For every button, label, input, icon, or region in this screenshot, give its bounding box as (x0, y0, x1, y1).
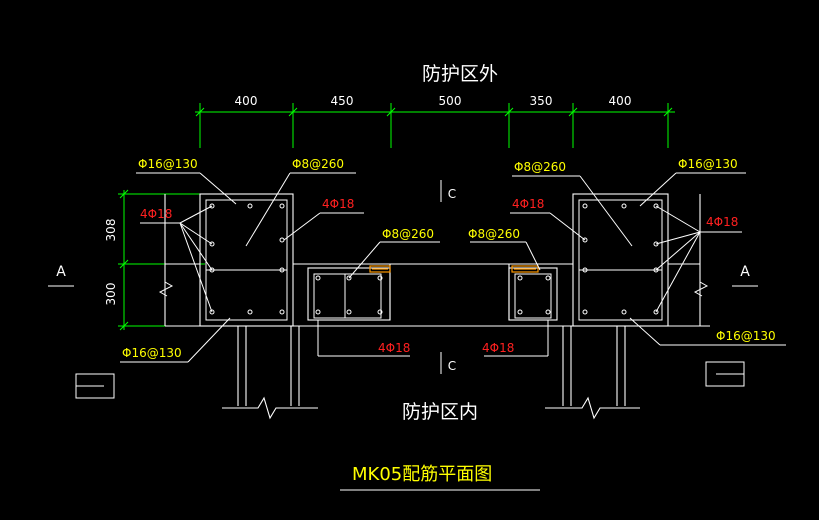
drawing-title: MK05配筋平面图 (352, 464, 492, 485)
label-phi8-mid-right: Φ8@260 (468, 227, 520, 241)
label-phi16-bottom-right: Φ16@130 (716, 329, 776, 343)
dim-label-1: 400 (235, 94, 258, 108)
label-4phi18-bottom-right: 4Φ18 (482, 341, 514, 355)
columns-below (222, 326, 640, 420)
label-4phi18-left: 4Φ18 (140, 207, 172, 221)
dim-v-300: 300 (104, 283, 118, 306)
rebar-dots (209, 203, 659, 315)
dim-v-308: 308 (104, 219, 118, 242)
label-4phi18-bottom-left: 4Φ18 (378, 341, 410, 355)
vertical-dimension-chain (118, 189, 205, 331)
section-symbol-left (75, 373, 115, 399)
label-phi8-top-right: Φ8@260 (514, 160, 566, 174)
label-phi16-bottom-left: Φ16@130 (122, 346, 182, 360)
dim-label-5: 400 (609, 94, 632, 108)
label-outside: 防护区外 (422, 63, 498, 85)
section-c-top: C (448, 187, 456, 201)
section-a-left: A (56, 264, 66, 280)
section-c-bottom: C (448, 359, 456, 373)
dim-label-3: 500 (439, 94, 462, 108)
section-a-right: A (740, 264, 750, 280)
dim-label-2: 450 (331, 94, 354, 108)
label-phi16-top-right: Φ16@130 (678, 157, 738, 171)
horizontal-dimension-chain (195, 103, 675, 148)
label-inside: 防护区内 (402, 401, 478, 423)
break-lines (158, 281, 709, 297)
label-phi8-top-left: Φ8@260 (292, 157, 344, 171)
label-4phi18-top-right: 4Φ18 (512, 197, 544, 211)
dim-label-4: 350 (530, 94, 553, 108)
label-4phi18-top-left: 4Φ18 (322, 197, 354, 211)
label-4phi18-right: 4Φ18 (706, 215, 738, 229)
label-phi8-mid-left: Φ8@260 (382, 227, 434, 241)
section-symbol-right (705, 361, 745, 387)
label-phi16-top-left: Φ16@130 (138, 157, 198, 171)
leader-lines (120, 172, 786, 363)
door-frame-detail (369, 265, 539, 273)
wall-outline (164, 193, 710, 327)
